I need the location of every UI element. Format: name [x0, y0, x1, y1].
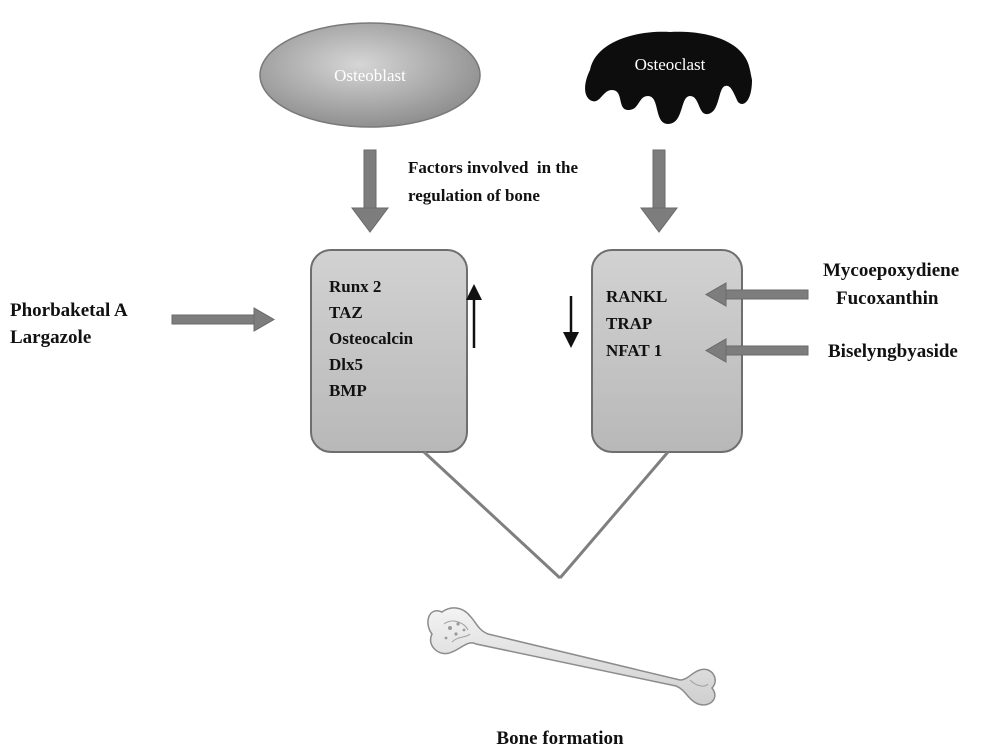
rankl-inhibitor-arrow — [704, 282, 809, 307]
up-arrow-icon — [466, 284, 482, 348]
osteoblast-factor-dlx5: Dlx5 — [329, 355, 363, 374]
osteoblast-factor-runx2: Runx 2 — [329, 277, 381, 296]
osteoclast-factor-box: RANKL TRAP NFAT 1 — [563, 249, 743, 453]
osteoblast-factor-taz: TAZ — [329, 303, 363, 322]
factors-caption: Factors involved in the regulation of bo… — [408, 158, 578, 205]
nfat1-inhibitor-arrow — [704, 338, 809, 363]
compound-biselyngbyaside: Biselyngbyaside — [828, 341, 958, 362]
osteoblast-label: Osteoblast — [334, 66, 406, 85]
osteoblast-cell: Osteoblast — [259, 22, 481, 128]
osteoclast-label: Osteoclast — [635, 55, 706, 74]
osteoblast-factor-box: Runx 2 TAZ Osteocalcin Dlx5 BMP — [310, 249, 482, 453]
compound-largazole: Largazole — [10, 327, 91, 348]
factors-line-1: Factors involved in the — [408, 158, 578, 177]
compound-mycoepoxydiene: Mycoepoxydiene — [823, 260, 959, 281]
compound-phorbaketal-a: Phorbaketal A — [10, 300, 128, 321]
right-compounds-top: Mycoepoxydiene Fucoxanthin — [823, 260, 959, 309]
osteoclast-factor-trap: TRAP — [606, 314, 652, 333]
down-arrow-icon — [563, 296, 579, 348]
osteoblast-down-arrow — [351, 149, 389, 233]
compound-fucoxanthin: Fucoxanthin — [836, 288, 939, 309]
bone-formation-label: Bone formation — [496, 728, 624, 749]
osteoclast-factor-nfat1: NFAT 1 — [606, 341, 662, 360]
factors-line-2: regulation of bone — [408, 186, 540, 205]
bone-illustration — [427, 607, 716, 706]
left-compounds: Phorbaketal A Largazole — [10, 300, 128, 348]
osteoblast-factor-osteocalcin: Osteocalcin — [329, 329, 414, 348]
osteoclast-factor-rankl: RANKL — [606, 287, 667, 306]
left-compound-arrow — [171, 307, 276, 332]
converging-lines — [422, 450, 670, 580]
osteoblast-factor-bmp: BMP — [329, 381, 367, 400]
osteoclast-down-arrow — [640, 149, 678, 233]
right-compounds-bottom: Biselyngbyaside — [828, 341, 958, 362]
osteoclast-cell: Osteoclast — [585, 31, 752, 125]
